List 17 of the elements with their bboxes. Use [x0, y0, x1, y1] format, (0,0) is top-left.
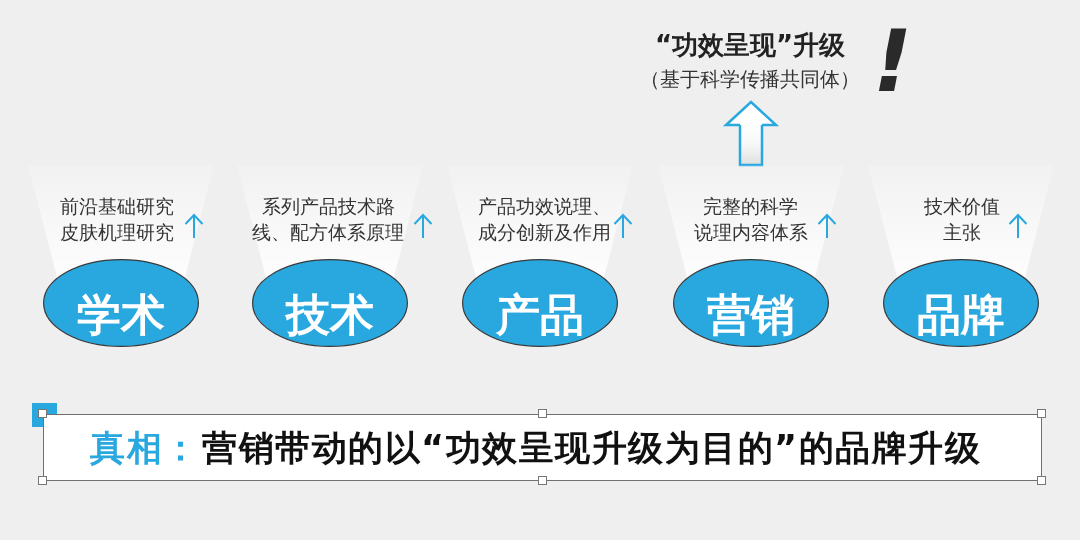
- oval-node: 技术: [252, 259, 408, 347]
- caption-text: 完整的科学说理内容体系: [693, 194, 809, 245]
- exclamation-mark: !: [873, 29, 913, 94]
- oval-node: 品牌: [883, 259, 1039, 347]
- banner-box: [43, 414, 1042, 481]
- block-arrow: [724, 100, 778, 167]
- oval-node: 学术: [43, 259, 199, 347]
- caption-text: 产品功效说理、成分创新及作用: [476, 194, 612, 245]
- oval-node: 营销: [673, 259, 829, 347]
- subheading-text: （基于科学传播共同体）: [640, 66, 860, 92]
- caption-text: 前沿基础研究皮肤机理研究: [59, 194, 175, 245]
- caption-text: 系列产品技术路线、配方体系原理: [251, 194, 405, 245]
- caption-text: 技术价值主张: [923, 194, 1001, 245]
- oval-node: 产品: [462, 259, 618, 347]
- heading-text: “功效呈现”升级: [654, 29, 846, 61]
- lead-in-text: 真相：: [90, 427, 200, 470]
- statement-text: 营销带动的以“功效呈现升级为目的”的品牌升级: [202, 427, 981, 470]
